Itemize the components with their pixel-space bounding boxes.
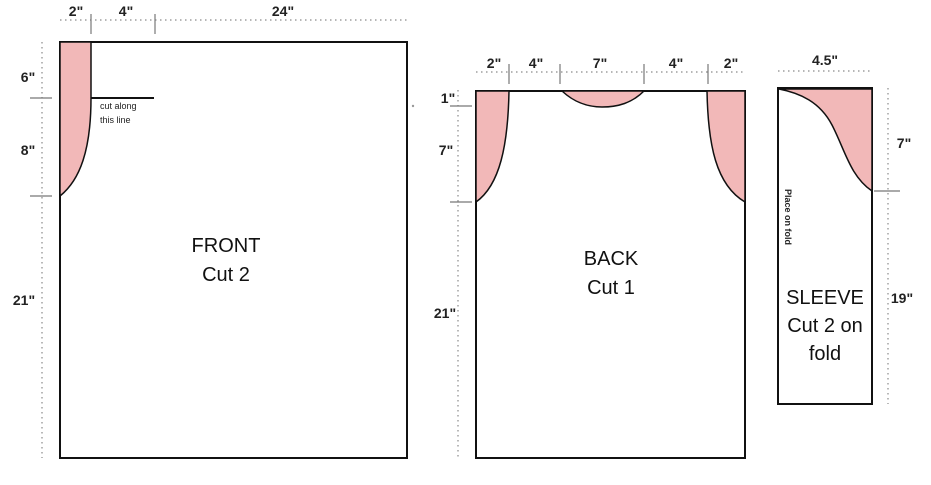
front-dim-left-6: 6" [21, 69, 35, 85]
sleeve-piece: 4.5" 7" 19" Place on fold SLEEVE Cut 2 o… [777, 52, 913, 405]
sleeve-dim-right-7: 7" [897, 135, 911, 151]
front-dim-left-21: 21" [13, 292, 35, 308]
front-armhole-shade [59, 41, 92, 198]
sleeve-label: SLEEVE [786, 287, 864, 309]
back-piece: 2" 4" 7" 4" 2" 1" 7" 21" BACK Cut 1 [434, 55, 746, 459]
back-outline [475, 90, 746, 459]
sleeve-cap-shade [778, 88, 873, 193]
front-cut-note-2: this line [100, 115, 131, 125]
front-cut-count: Cut 2 [202, 264, 250, 286]
back-dim-left-7: 7" [439, 142, 453, 158]
front-dim-top-4: 4" [119, 3, 133, 19]
sleeve-fold-note: Place on fold [783, 189, 793, 245]
back-dim-top-4-left: 4" [529, 55, 543, 71]
back-dim-top-7: 7" [593, 55, 607, 71]
back-dim-top-2-right: 2" [724, 55, 738, 71]
back-dim-top-4-right: 4" [669, 55, 683, 71]
front-cut-note-1: cut along [100, 101, 137, 111]
back-dim-top-2-left: 2" [487, 55, 501, 71]
front-dim-top-24: 24" [272, 3, 294, 19]
sleeve-dim-right-19: 19" [891, 290, 913, 306]
back-dim-left-1: 1" [441, 90, 455, 106]
stray-dot [411, 104, 415, 108]
front-label: FRONT [192, 235, 261, 257]
sleeve-dim-top: 4.5" [812, 52, 838, 68]
sleeve-cut-count: Cut 2 on [787, 315, 863, 337]
back-label: BACK [584, 248, 639, 270]
back-neck-shade [560, 90, 646, 108]
front-dim-top-2: 2" [69, 3, 83, 19]
back-armhole-left-shade [475, 90, 510, 204]
back-armhole-right-shade [706, 90, 746, 204]
back-dim-left-21: 21" [434, 305, 456, 321]
sleeve-fold-label: fold [809, 343, 841, 365]
back-cut-count: Cut 1 [587, 277, 635, 299]
front-dim-left-8: 8" [21, 142, 35, 158]
front-outline [59, 41, 408, 459]
front-piece: 2" 4" 24" 6" 8" 21" cut along this line … [13, 3, 410, 459]
